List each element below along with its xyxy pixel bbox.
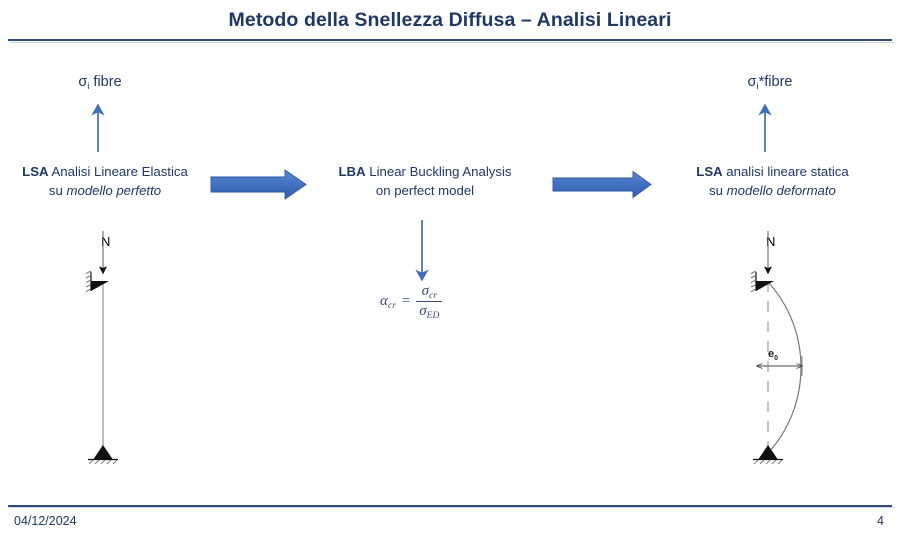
footer-page-number: 4 (877, 514, 884, 528)
header-divider (8, 39, 892, 41)
column-heading-lsa-deformed: LSA analisi lineare statica su modello d… (665, 162, 880, 200)
acronym-lsa-deformed: LSA (696, 164, 723, 179)
heading-line-1: LSA Analisi Lineare Elastica (0, 162, 210, 181)
diagram-perfect-column (85, 231, 118, 465)
footer-date: 04/12/2024 (14, 514, 77, 528)
heading-text: Linear Buckling Analysis (365, 164, 512, 179)
pinned-support-bottom (93, 445, 113, 459)
output-label-lsa-perfect: σi fibre (40, 74, 160, 92)
load-label-right: N (766, 234, 796, 249)
subtitle-prefix: on perfect model (375, 183, 475, 198)
sigma-subscript: i (87, 81, 90, 92)
eccentricity-subscript: 0 (774, 355, 779, 362)
denominator-subscript: ED (426, 310, 440, 321)
sigma-suffix: *fibre (758, 74, 793, 90)
heading-text: Analisi Lineare Elastica (48, 164, 188, 179)
formula-equals: = (401, 292, 411, 309)
numerator-subscript: cr (429, 291, 437, 301)
subtitle-prefix: su (709, 183, 727, 198)
flow-arrow-1 (210, 169, 307, 200)
formula-fraction: σcr σED (416, 283, 443, 321)
formula-numerator: σcr (419, 283, 440, 301)
load-n-text: N (766, 234, 776, 249)
flow-arrow-2 (552, 170, 652, 199)
heading-line-1: LSA analisi lineare statica (665, 162, 880, 181)
column-heading-lsa-perfect: LSA Analisi Lineare Elastica su modello … (0, 162, 210, 200)
heading-line-1: LBA Linear Buckling Analysis (310, 162, 540, 181)
sigma-glyph: σ (78, 74, 88, 90)
acronym-lba: LBA (338, 164, 366, 179)
subtitle-emphasis: modello deformato (726, 183, 836, 198)
pinned-support-bottom (758, 445, 778, 459)
footer-divider-shadow (10, 507, 894, 509)
header-divider-shadow (10, 41, 894, 43)
sigma-suffix: fibre (89, 74, 122, 90)
roller-support-top (91, 281, 109, 291)
load-label-left: N (101, 234, 131, 249)
formula-denominator: σED (416, 302, 442, 321)
heading-line-2: su modello deformato (665, 181, 880, 200)
denominator-glyph: σ (419, 302, 427, 319)
acronym-lsa: LSA (22, 164, 49, 179)
buckled-shape (767, 281, 802, 454)
column-heading-lba: LBA Linear Buckling Analysis on perfect … (310, 162, 540, 200)
subtitle-prefix: su (48, 183, 67, 198)
numerator-glyph: σ (421, 283, 430, 299)
sigma-glyph: σ (747, 74, 757, 90)
subtitle-emphasis: modello perfetto (66, 183, 162, 198)
heading-text: analisi lineare statica (722, 164, 849, 179)
alpha-subscript: cr (387, 300, 396, 311)
alpha-glyph: α (380, 292, 388, 309)
sigma-subscript: i (756, 81, 759, 92)
load-n-text: N (101, 234, 111, 249)
heading-line-2: on perfect model (310, 181, 540, 200)
roller-support-top (756, 281, 774, 291)
heading-line-2: su modello perfetto (0, 181, 210, 200)
eccentricity-label: e0 (768, 348, 802, 362)
footer-divider (8, 505, 892, 507)
alpha-cr-formula: αcr = σcr σED (380, 283, 443, 321)
page-title: Metodo della Snellezza Diffusa – Analisi… (228, 9, 672, 31)
output-label-lsa-deformed: σi*fibre (700, 74, 840, 92)
fraction-bar (416, 300, 443, 302)
formula-lhs: αcr (380, 292, 396, 311)
